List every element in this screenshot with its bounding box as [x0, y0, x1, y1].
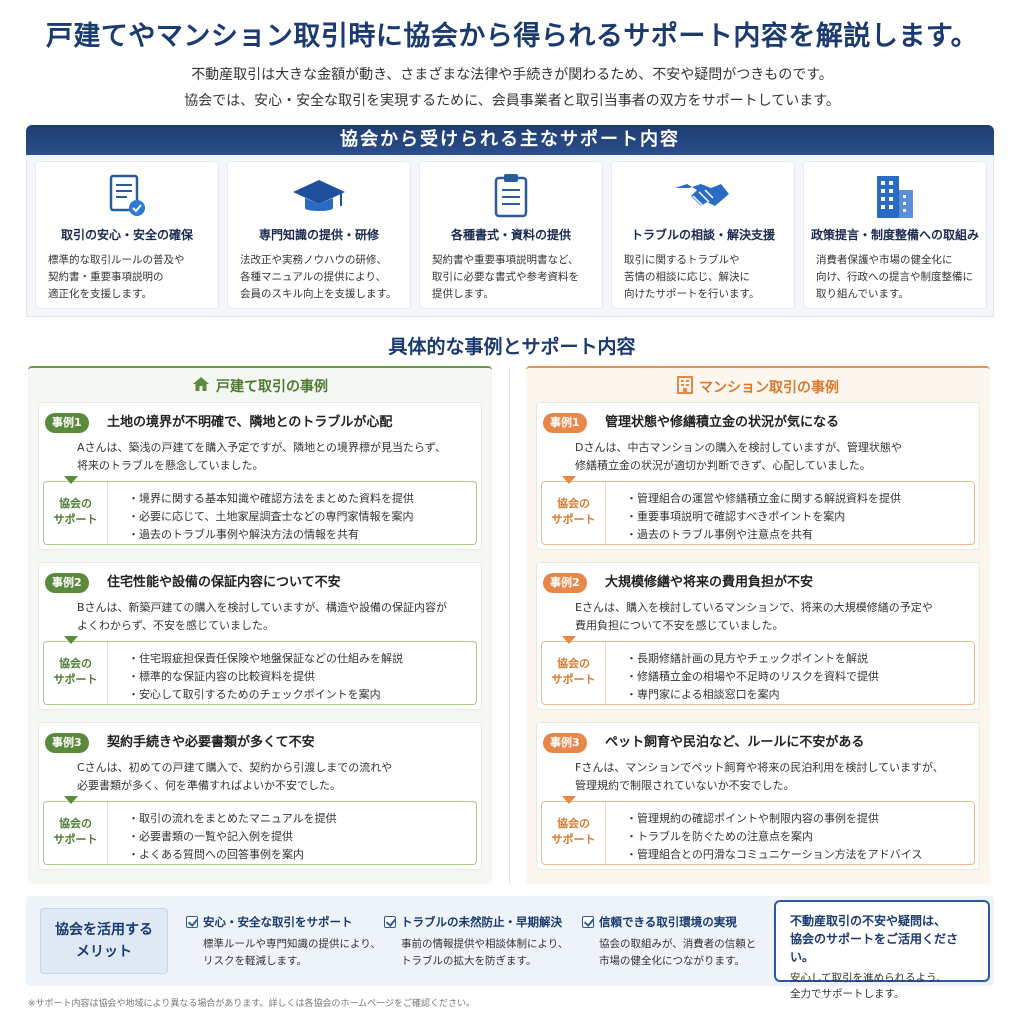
- case-title: 管理状態や修繕積立金の状況が気になる: [605, 415, 840, 430]
- support-label: 協会のサポート: [44, 796, 108, 864]
- support-label: 協会のサポート: [542, 796, 606, 864]
- checkbox-icon: [582, 916, 594, 928]
- support-label: 協会のサポート: [44, 476, 108, 544]
- support-card-title: トラブルの相談・解決支援: [630, 228, 775, 242]
- handshake-icon: [612, 172, 794, 220]
- mansion-case-3: 事例3 ペット飼育や民泊など、ルールに不安がある Fさんは、マンションでペット飼…: [536, 722, 980, 870]
- case-desc: Aさんは、築浅の戸建てを購入予定ですが、隣地との境界標が見当たらず、将来のトラブ…: [77, 441, 446, 472]
- house-cases-column: 戸建て取引の事例 事例1 土地の境界が不明確で、隣地とのトラブルが心配 Aさんは…: [28, 366, 492, 884]
- intro-line-1: 不動産取引は大きな金額が動き、さまざまな法律や手続きが関わるため、不安や疑問がつ…: [191, 67, 833, 83]
- case-support-box: 協会のサポート 長期修繕計画の見方やチェックポイントを解説修繕積立金の相場や不足…: [541, 636, 975, 705]
- case-badge: 事例1: [543, 413, 587, 433]
- support-card-training: 専門知識の提供・研修 法改正や実務ノウハウの研修、各種マニュアルの提供により、会…: [227, 161, 411, 309]
- intro-line-2: 協会では、安心・安全な取引を実現するために、会員事業者と取引当事者の双方をサポー…: [184, 93, 840, 109]
- page-title: 戸建てやマンション取引時に協会から得られるサポート内容を解説します。: [45, 21, 979, 52]
- support-list: 長期修繕計画の見方やチェックポイントを解説修繕積立金の相場や不足時のリスクを資料…: [626, 650, 966, 704]
- support-list: 管理規約の確認ポイントや制限内容の事例を提供トラブルを防ぐための注意点を案内管理…: [626, 810, 966, 864]
- merit-item-trust: 信頼できる取引環境の実現 協会の取組みが、消費者の信頼と市場の健全化につながりま…: [582, 914, 778, 970]
- support-list: 取引の流れをまとめたマニュアルを提供必要書類の一覧や記入例を提供よくある質問への…: [128, 810, 468, 864]
- house-case-1: 事例1 土地の境界が不明確で、隣地とのトラブルが心配 Aさんは、築浅の戸建てを購…: [38, 402, 482, 550]
- document-check-icon: [36, 172, 218, 220]
- mansion-case-2: 事例2 大規模修繕や将来の費用負担が不安 Eさんは、購入を検討しているマンション…: [536, 562, 980, 710]
- case-title: ペット飼育や民泊など、ルールに不安がある: [605, 735, 865, 750]
- case-desc: Cさんは、初めての戸建て購入で、契約から引渡しまでの流れや必要書類が多く、何を準…: [77, 761, 393, 792]
- cta-desc: 安心して取引を進められるよう、全力でサポートします。: [790, 972, 948, 1000]
- merit-item-safety: 安心・安全な取引をサポート 標準ルールや専門知識の提供により、リスクを軽減します…: [186, 914, 382, 970]
- checkbox-icon: [384, 916, 396, 928]
- case-support-box: 協会のサポート 管理規約の確認ポイントや制限内容の事例を提供トラブルを防ぐための…: [541, 796, 975, 865]
- cta-box: 不動産取引の不安や疑問は、協会のサポートをご活用ください。 安心して取引を進めら…: [774, 900, 990, 1000]
- support-card-title: 各種書式・資料の提供: [450, 228, 571, 242]
- checkbox-icon: [186, 916, 198, 928]
- support-card-trouble: トラブルの相談・解決支援 取引に関するトラブルや苦情の相談に応じ、解決に向けたサ…: [611, 161, 795, 309]
- support-card-desc: 契約書や重要事項説明書など、取引に必要な書式や参考資料を提供します。: [432, 254, 579, 300]
- support-card-title: 取引の安心・安全の確保: [60, 228, 193, 242]
- support-card-desc: 消費者保護や市場の健全化に向け、行政への提言や制度整備に取り組んでいます。: [816, 254, 973, 300]
- support-card-desc: 法改正や実務ノウハウの研修、各種マニュアルの提供により、会員のスキル向上を支援し…: [240, 254, 397, 300]
- support-cards-area: 取引の安心・安全の確保 標準的な取引ルールの普及や契約書・重要事項説明の適正化を…: [26, 155, 994, 317]
- arrow-down-icon: [562, 796, 576, 804]
- merit-section: 協会を活用するメリット 安心・安全な取引をサポート 標準ルールや専門知識の提供に…: [26, 896, 994, 1000]
- case-badge: 事例1: [45, 413, 89, 433]
- case-title: 契約手続きや必要書類が多くて不安: [107, 735, 315, 750]
- clipboard-icon: [420, 172, 602, 220]
- case-title: 住宅性能や設備の保証内容について不安: [107, 575, 341, 590]
- apartment-building-icon: [677, 376, 693, 398]
- mansion-case-1: 事例1 管理状態や修繕積立金の状況が気になる Dさんは、中古マンションの購入を検…: [536, 402, 980, 550]
- support-list: 境界に関する基本知識や確認方法をまとめた資料を提供必要に応じて、土地家屋調査士な…: [128, 490, 468, 544]
- mansion-column-heading: マンション取引の事例: [526, 376, 990, 398]
- case-desc: Bさんは、新築戸建ての購入を検討していますが、構造や設備の保証内容がよくわからず…: [77, 601, 447, 632]
- footnote: ※サポート内容は協会や地域により異なる場合があります。詳しくは各協会のホームペー…: [28, 999, 476, 1009]
- building-icon: [804, 172, 986, 220]
- support-card-desc: 標準的な取引ルールの普及や契約書・重要事項説明の適正化を支援します。: [48, 254, 185, 300]
- house-column-heading: 戸建て取引の事例: [28, 376, 492, 396]
- case-support-box: 協会のサポート 取引の流れをまとめたマニュアルを提供必要書類の一覧や記入例を提供…: [43, 796, 477, 865]
- case-title: 大規模修繕や将来の費用負担が不安: [605, 575, 814, 590]
- support-list: 住宅瑕疵担保責任保険や地盤保証などの仕組みを解説標準的な保証内容の比較資料を提供…: [128, 650, 468, 704]
- mansion-cases-column: マンション取引の事例 事例1 管理状態や修繕積立金の状況が気になる Dさんは、中…: [526, 366, 990, 884]
- cases-section-title: 具体的な事例とサポート内容: [388, 336, 636, 358]
- support-label: 協会のサポート: [542, 476, 606, 544]
- merit-label: 協会を活用するメリット: [40, 908, 168, 974]
- case-badge: 事例3: [543, 733, 587, 753]
- case-support-box: 協会のサポート 境界に関する基本知識や確認方法をまとめた資料を提供必要に応じて、…: [43, 476, 477, 545]
- support-header-bar: 協会から受けられる主なサポート内容: [26, 125, 994, 155]
- arrow-down-icon: [64, 636, 78, 644]
- case-badge: 事例2: [45, 573, 89, 593]
- case-badge: 事例2: [543, 573, 587, 593]
- case-desc: Dさんは、中古マンションの購入を検討していますが、管理状態や修繕積立金の状況が適…: [575, 441, 902, 472]
- column-divider: [509, 368, 510, 884]
- merit-item-prevention: トラブルの未然防止・早期解決 事前の情報提供や相談体制により、トラブルの拡大を防…: [384, 914, 580, 970]
- case-support-box: 協会のサポート 住宅瑕疵担保責任保険や地盤保証などの仕組みを解説標準的な保証内容…: [43, 636, 477, 705]
- case-title: 土地の境界が不明確で、隣地とのトラブルが心配: [107, 415, 393, 430]
- support-card-policy: 政策提言・制度整備への取組み 消費者保護や市場の健全化に向け、行政への提言や制度…: [803, 161, 987, 309]
- house-case-2: 事例2 住宅性能や設備の保証内容について不安 Bさんは、新築戸建ての購入を検討し…: [38, 562, 482, 710]
- support-card-title: 専門知識の提供・研修: [258, 228, 379, 242]
- case-badge: 事例3: [45, 733, 89, 753]
- support-card-safety: 取引の安心・安全の確保 標準的な取引ルールの普及や契約書・重要事項説明の適正化を…: [35, 161, 219, 309]
- support-list: 管理組合の運営や修繕積立金に関する解説資料を提供重要事項説明で確認すべきポイント…: [626, 490, 966, 544]
- arrow-down-icon: [64, 476, 78, 484]
- case-support-box: 協会のサポート 管理組合の運営や修繕積立金に関する解説資料を提供重要事項説明で確…: [541, 476, 975, 545]
- arrow-down-icon: [562, 476, 576, 484]
- arrow-down-icon: [64, 796, 78, 804]
- case-desc: Eさんは、購入を検討しているマンションで、将来の大規模修繕の予定や費用負担につい…: [575, 601, 933, 632]
- arrow-down-icon: [562, 636, 576, 644]
- support-label: 協会のサポート: [44, 636, 108, 704]
- house-case-3: 事例3 契約手続きや必要書類が多くて不安 Cさんは、初めての戸建て購入で、契約か…: [38, 722, 482, 870]
- case-desc: Fさんは、マンションでペット飼育や将来の民泊利用を検討していますが、管理規約で制…: [575, 761, 944, 792]
- support-card-title: 政策提言・制度整備への取組み: [810, 228, 979, 242]
- graduation-cap-icon: [228, 172, 410, 220]
- support-card-desc: 取引に関するトラブルや苦情の相談に応じ、解決に向けたサポートを行います。: [624, 254, 760, 300]
- support-label: 協会のサポート: [542, 636, 606, 704]
- cta-title: 不動産取引の不安や疑問は、協会のサポートをご活用ください。: [790, 914, 959, 964]
- support-card-forms: 各種書式・資料の提供 契約書や重要事項説明書など、取引に必要な書式や参考資料を提…: [419, 161, 603, 309]
- house-icon: [192, 376, 210, 396]
